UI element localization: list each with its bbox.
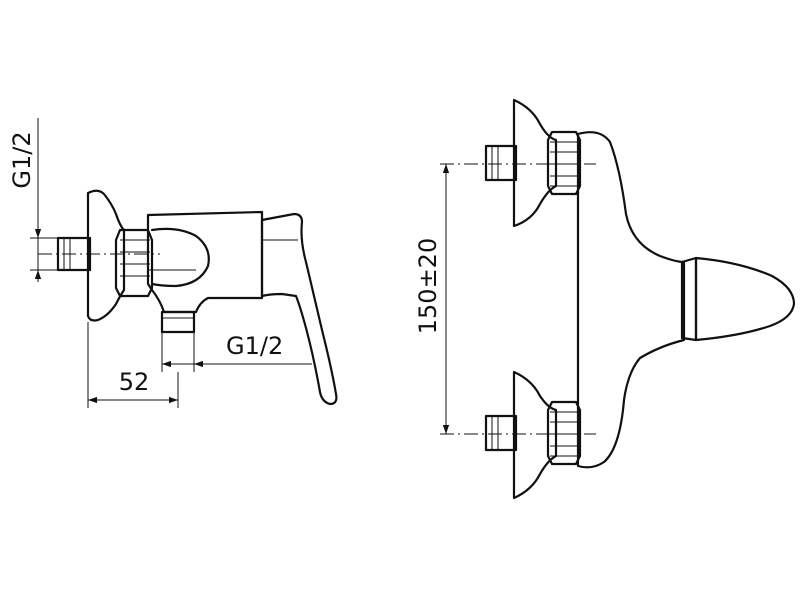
inlet-thread-label: G1/2 [8,131,36,188]
front-mixer-body [576,131,686,469]
bottom-wall-flange [512,370,558,500]
top-inlet-nipple [484,144,518,182]
front-handle [694,256,796,342]
depth-dimension-label: 52 [119,368,150,396]
side-view: G1/2 G1/2 52 [8,118,338,408]
front-view: 150±20 [414,98,796,500]
top-hex-nut [546,130,582,196]
outlet-thread-label: G1/2 [226,332,283,360]
outlet-nipple [160,310,196,334]
top-wall-flange [512,98,558,228]
wall-flange [86,189,126,322]
cartridge-curve [150,227,210,288]
bottom-inlet-nipple [484,414,518,452]
mixer-body [146,210,264,314]
bottom-hex-nut [546,400,582,466]
hex-nut [114,228,154,298]
lever-handle [260,212,338,406]
spacing-dimension-label: 150±20 [414,238,442,334]
